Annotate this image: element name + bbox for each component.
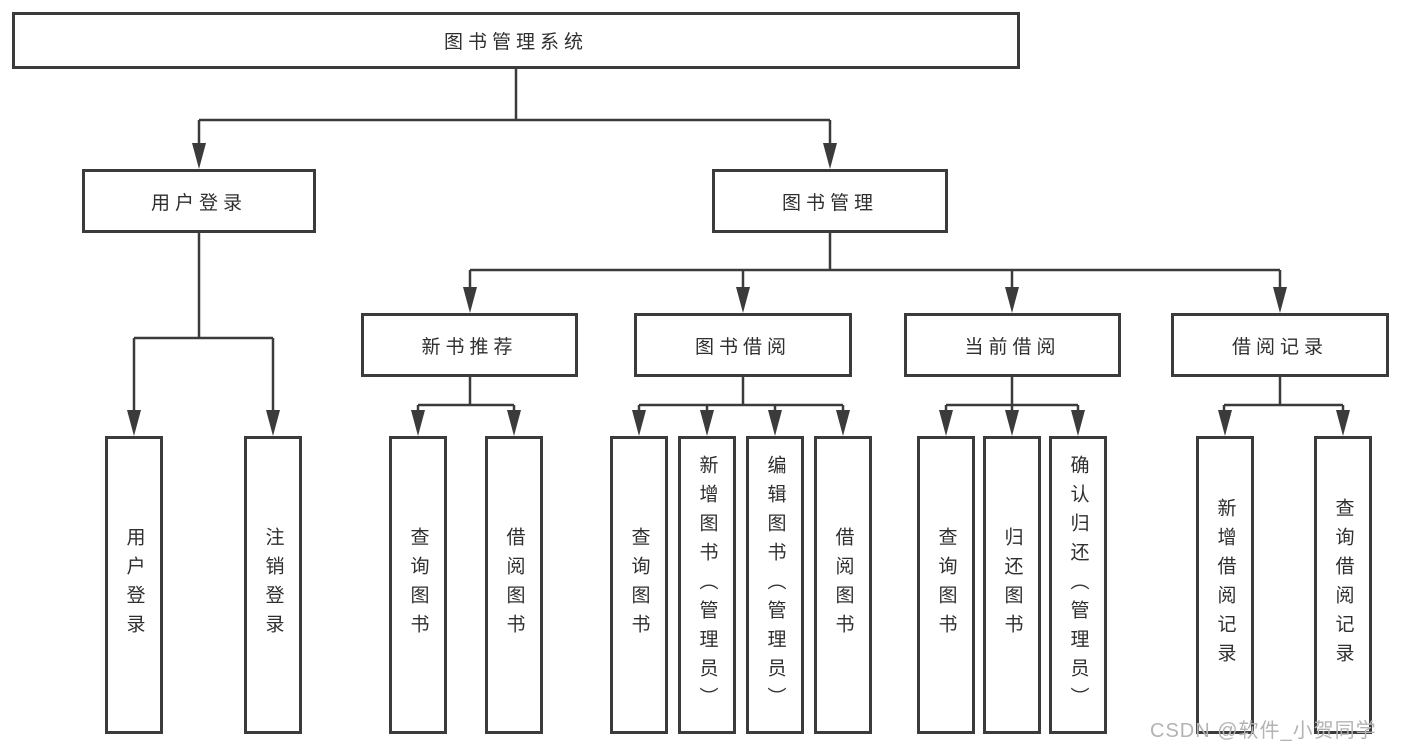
node-current-query-book: 查询图书 — [917, 436, 975, 734]
node-root: 图书管理系统 — [12, 12, 1020, 69]
node-add-borrow-record: 新增借阅记录 — [1196, 436, 1254, 734]
node-user-login: 用户登录 — [82, 169, 316, 233]
node-confirm-return-admin: 确认归还（管理员） — [1049, 436, 1107, 734]
node-recommend-query-book: 查询图书 — [389, 436, 447, 734]
arrowheads — [127, 143, 1350, 436]
node-logout-action: 注销登录 — [244, 436, 302, 734]
node-current-borrowing: 当前借阅 — [904, 313, 1121, 377]
node-book-management: 图书管理 — [712, 169, 948, 233]
node-edit-book-admin: 编辑图书（管理员） — [746, 436, 804, 734]
node-borrowing-records: 借阅记录 — [1171, 313, 1389, 377]
node-query-borrow-record: 查询借阅记录 — [1314, 436, 1372, 734]
watermark: CSDN @软件_小贺同学 — [1150, 720, 1377, 742]
node-recommend-borrow-book: 借阅图书 — [485, 436, 543, 734]
node-book-borrowing: 图书借阅 — [634, 313, 852, 377]
node-new-book-recommendation: 新书推荐 — [361, 313, 578, 377]
node-borrow-query-book: 查询图书 — [610, 436, 668, 734]
node-borrow-book-action: 借阅图书 — [814, 436, 872, 734]
node-user-login-action: 用户登录 — [105, 436, 163, 734]
node-return-book: 归还图书 — [983, 436, 1041, 734]
node-add-book-admin: 新增图书（管理员） — [678, 436, 736, 734]
